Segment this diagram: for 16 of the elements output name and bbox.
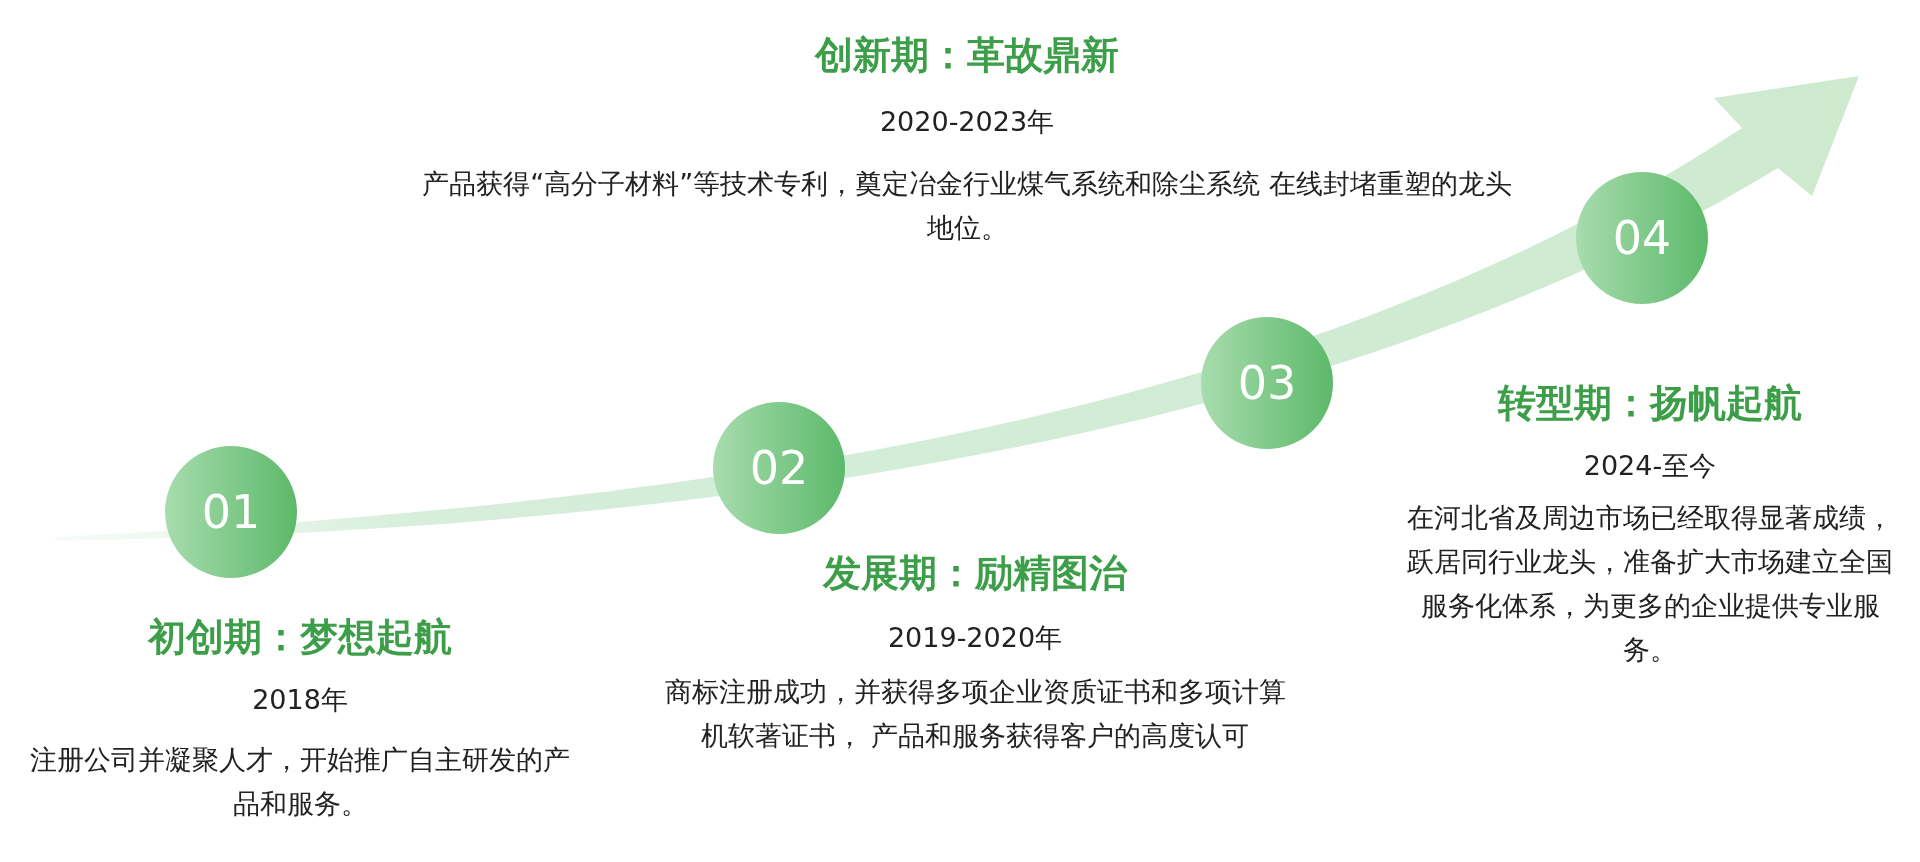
stage-title: 转型期：扬帆起航 <box>1498 380 1802 427</box>
stage-description: 注册公司并凝聚人才，开始推广自主研发的产品和服务。 <box>29 743 571 821</box>
stage-year: 2020-2023年 <box>879 105 1055 139</box>
stage-year: 2024-至今 <box>1583 449 1717 483</box>
stage-title: 发展期：励精图治 <box>823 550 1127 597</box>
stage-number-circle: 02 <box>713 402 845 534</box>
stage-description: 在河北省及周边市场已经取得显著成绩，跃居同行业龙头，准备扩大市场建立全国服务化体系，为更多的企业提供专业服务。 <box>1406 501 1894 667</box>
stage-title: 创新期：革故鼎新 <box>815 32 1119 79</box>
stage-description: 产品获得“高分子材料”等技术专利，奠定冶金行业煤气系统和除尘系统 在线封堵重塑的龙头地位。 <box>421 167 1513 245</box>
stage-number-circle: 01 <box>165 446 297 578</box>
stage-title: 初创期：梦想起航 <box>148 614 452 661</box>
stage-description: 商标注册成功，并获得多项企业资质证书和多项计算机软著证书， 产品和服务获得客户的高度认可 <box>663 675 1287 753</box>
stage-year: 2018年 <box>252 683 348 717</box>
stage-number-circle: 04 <box>1576 172 1708 304</box>
stage-year: 2019-2020年 <box>887 621 1063 655</box>
stage-number-circle: 03 <box>1201 317 1333 449</box>
